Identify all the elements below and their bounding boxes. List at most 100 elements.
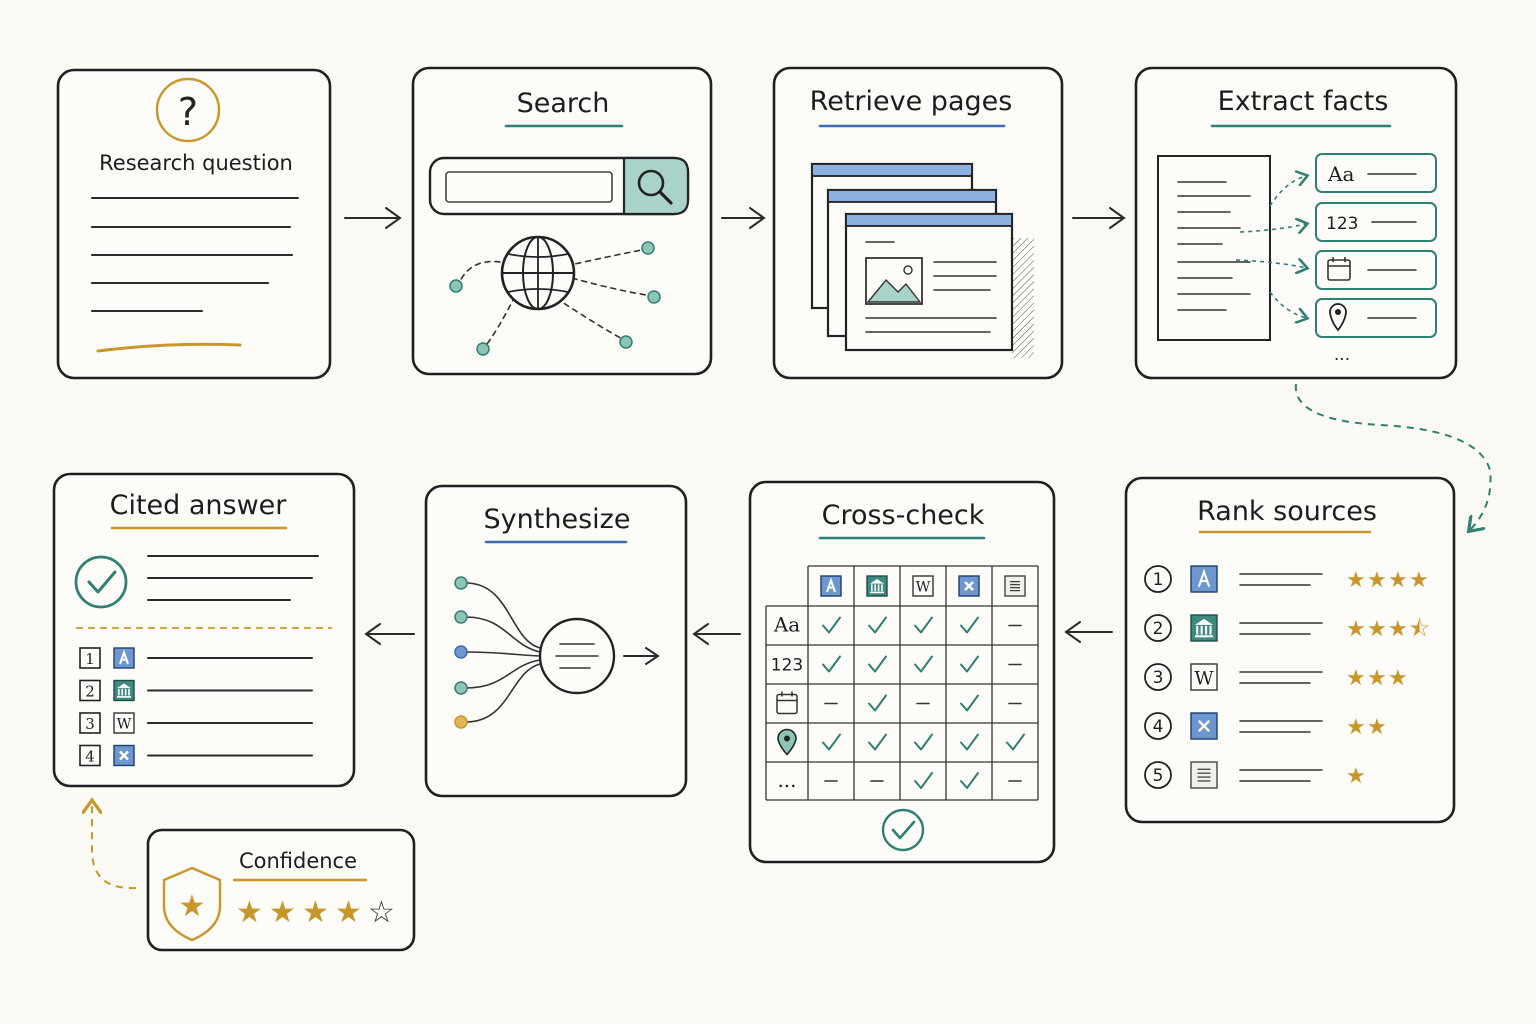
panel-confidence: Confidence ★ ★★★★☆ (146, 828, 416, 952)
filled-star: ★ (335, 895, 362, 930)
check-mark (960, 655, 979, 673)
synthesize-title: Synthesize (484, 504, 631, 535)
rank-number: 3 (1153, 668, 1164, 688)
rating-star: ★ (1388, 617, 1408, 642)
rank-row: 5★ (1144, 761, 1366, 789)
check-mark (868, 733, 887, 751)
stacked-pages-icon (810, 162, 1034, 358)
citation-number: 3 (85, 715, 95, 733)
arrow-synthesize-to-cited (364, 623, 415, 645)
arrow-rank-to-crosscheck (1064, 621, 1113, 643)
question-mark-icon: ? (155, 77, 221, 143)
rating-star: ★ (1367, 666, 1387, 691)
research-question-title: Research question (99, 151, 293, 175)
svg-text:?: ? (178, 90, 198, 134)
more-fields-ellipsis: ... (1334, 345, 1350, 365)
check-mark (822, 616, 841, 634)
rank-row: 4 ★★ (1144, 712, 1387, 740)
extract-title: Extract facts (1218, 86, 1389, 117)
filled-star: ★ (269, 895, 296, 930)
document-icon (1190, 761, 1218, 789)
empty-star: ☆ (368, 895, 395, 930)
rank-row: 2★★★⯪ (1144, 614, 1430, 642)
citation-number: 4 (85, 748, 95, 766)
article-icon (820, 575, 842, 597)
rating-star: ★ (1346, 568, 1366, 593)
crosscheck-title: Cross-check (822, 500, 985, 531)
wikipedia-icon: W (1190, 663, 1218, 691)
institution-icon (113, 679, 135, 702)
check-mark (868, 694, 887, 712)
shield-star-icon: ★ (162, 866, 222, 942)
location-pin-icon (777, 728, 797, 756)
retrieve-title: Retrieve pages (810, 86, 1013, 117)
panel-extract-facts: Extract facts Aa 123 (1134, 66, 1458, 380)
wikipedia-icon: W (912, 575, 934, 597)
row-header-label: 123 (771, 656, 803, 676)
citation-row: 1 (79, 647, 313, 669)
filled-star: ★ (236, 895, 263, 930)
source-document-icon (1157, 155, 1271, 341)
arrow-retrieve-to-extract (1072, 207, 1126, 229)
citation-number: 1 (85, 650, 95, 668)
svg-text:123: 123 (1326, 214, 1358, 234)
check-mark (822, 733, 841, 751)
institution-icon (866, 575, 888, 597)
svg-text:W: W (1194, 668, 1214, 689)
rank-number: 4 (1153, 717, 1164, 737)
svg-text:Aa: Aa (1327, 162, 1354, 186)
news-icon (113, 744, 135, 767)
rating-star: ★ (1367, 568, 1387, 593)
rank-number: 5 (1153, 766, 1164, 786)
row-header-label: Aa (773, 613, 800, 637)
synthesis-funnel-icon (454, 576, 660, 729)
check-mark (868, 616, 887, 634)
extracted-field-text: Aa (1315, 153, 1437, 193)
rank-title: Rank sources (1197, 496, 1377, 527)
check-mark (960, 733, 979, 751)
check-mark (960, 616, 979, 634)
calendar-icon (1327, 257, 1351, 281)
panel-search: Search (411, 66, 713, 376)
panel-cross-check: Cross-check WAa123... (748, 480, 1056, 864)
answer-check-icon (74, 555, 128, 609)
confidence-title: Confidence (239, 849, 357, 873)
document-icon (1004, 575, 1026, 597)
check-mark (914, 616, 933, 634)
rating-star: ★ (1367, 715, 1387, 740)
arrow-confidence-to-cited (92, 802, 137, 890)
extracted-field-location (1315, 298, 1437, 338)
verified-check-icon (881, 808, 925, 852)
svg-text:★: ★ (179, 889, 206, 924)
question-text-lines (91, 197, 299, 353)
check-mark (960, 694, 979, 712)
check-mark (914, 772, 933, 789)
extracted-field-number: 123 (1315, 202, 1437, 242)
rating-star: ★ (1388, 666, 1408, 691)
rank-number: 2 (1153, 619, 1164, 639)
rating-star: ★ (1346, 666, 1366, 691)
rating-star: ★ (1346, 617, 1366, 642)
check-mark (822, 655, 841, 673)
rating-star: ★ (1388, 568, 1408, 593)
rating-star: ★ (1409, 568, 1429, 593)
news-icon (1190, 712, 1218, 740)
arrow-search-to-retrieve (721, 207, 766, 229)
confidence-rating: ★★★★☆ (236, 895, 395, 930)
crosscheck-matrix: WAa123... (765, 565, 1039, 801)
cited-answer-title: Cited answer (110, 490, 288, 521)
image-placeholder-icon (865, 257, 923, 305)
article-icon (113, 647, 135, 669)
search-bar (428, 156, 690, 216)
citation-row: 2 (79, 679, 313, 702)
svg-text:W: W (916, 580, 931, 596)
globe-network-icon (449, 235, 661, 356)
rating-star: ★ (1346, 715, 1366, 740)
